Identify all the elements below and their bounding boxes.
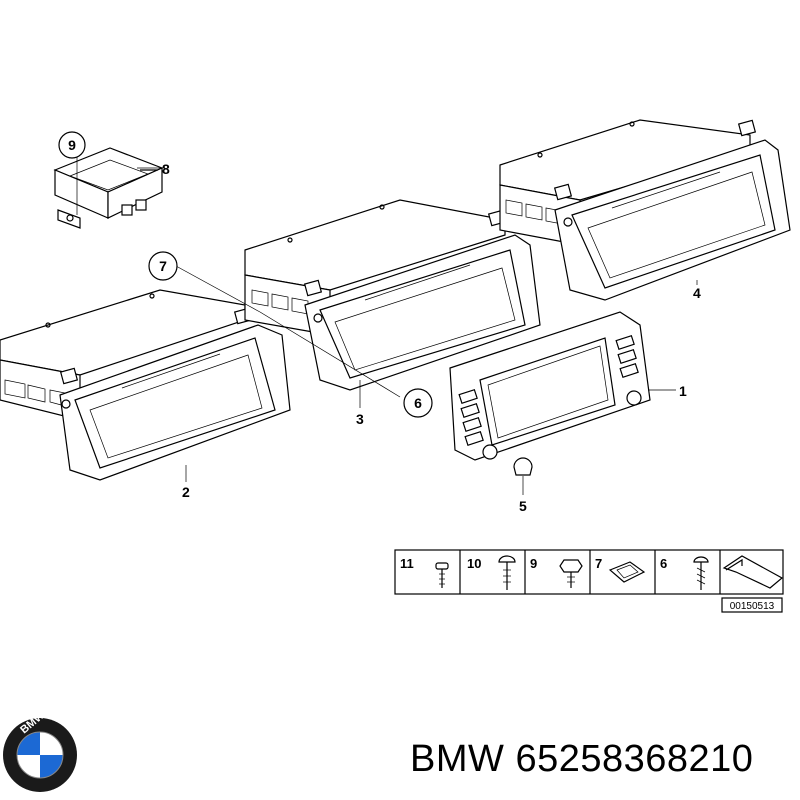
part-number-caption: BMW 65258368210 (410, 738, 753, 781)
monitor-knob-left (482, 444, 498, 460)
callout-5: 5 (519, 498, 527, 514)
arrow-icon (722, 555, 784, 589)
radio-housing-part-3 (244, 199, 541, 391)
radio-housing-part-2 (0, 289, 291, 481)
drawing-id-box (721, 597, 783, 613)
svg-text:7: 7 (159, 258, 167, 274)
svg-text:9: 9 (68, 137, 76, 153)
callout-2: 2 (182, 484, 190, 500)
callout-3: 3 (356, 411, 364, 427)
screw-icon (435, 562, 449, 588)
legend-item-7: 7 (595, 556, 602, 571)
legend-item-6: 6 (660, 556, 667, 571)
radio-housing-part-4 (499, 119, 791, 301)
legend-item-9: 9 (530, 556, 537, 571)
bmw-logo: BMW (3, 709, 77, 792)
part-number: 65258368210 (515, 738, 754, 780)
svg-text:6: 6 (414, 395, 422, 411)
monitor-buttons-left (458, 388, 484, 446)
callout-6: 6 (403, 388, 433, 418)
monitor-buttons-right (615, 334, 639, 378)
self-tapping-screw-icon (693, 556, 709, 590)
clip-nut-icon (608, 561, 646, 583)
legend-item-11: 11 (400, 556, 414, 571)
legend-item-10: 10 (467, 556, 481, 571)
callout-4: 4 (693, 285, 701, 301)
brand-name: BMW (410, 738, 505, 780)
knob-part-5 (513, 457, 533, 476)
callout-8: 8 (162, 161, 170, 177)
callout-9: 9 (58, 131, 86, 159)
monitor-knob-right (626, 390, 642, 406)
callout-1: 1 (679, 383, 687, 399)
callout-7: 7 (148, 251, 178, 281)
hex-screw-icon (559, 559, 583, 588)
module-part-8 (53, 147, 164, 229)
fastener-legend: 11 10 9 7 6 (394, 549, 784, 595)
monitor-part-1 (449, 311, 651, 461)
drawing-id: 00150513 (730, 601, 775, 612)
callout-lines (76, 150, 698, 495)
bolt-icon (498, 555, 516, 590)
